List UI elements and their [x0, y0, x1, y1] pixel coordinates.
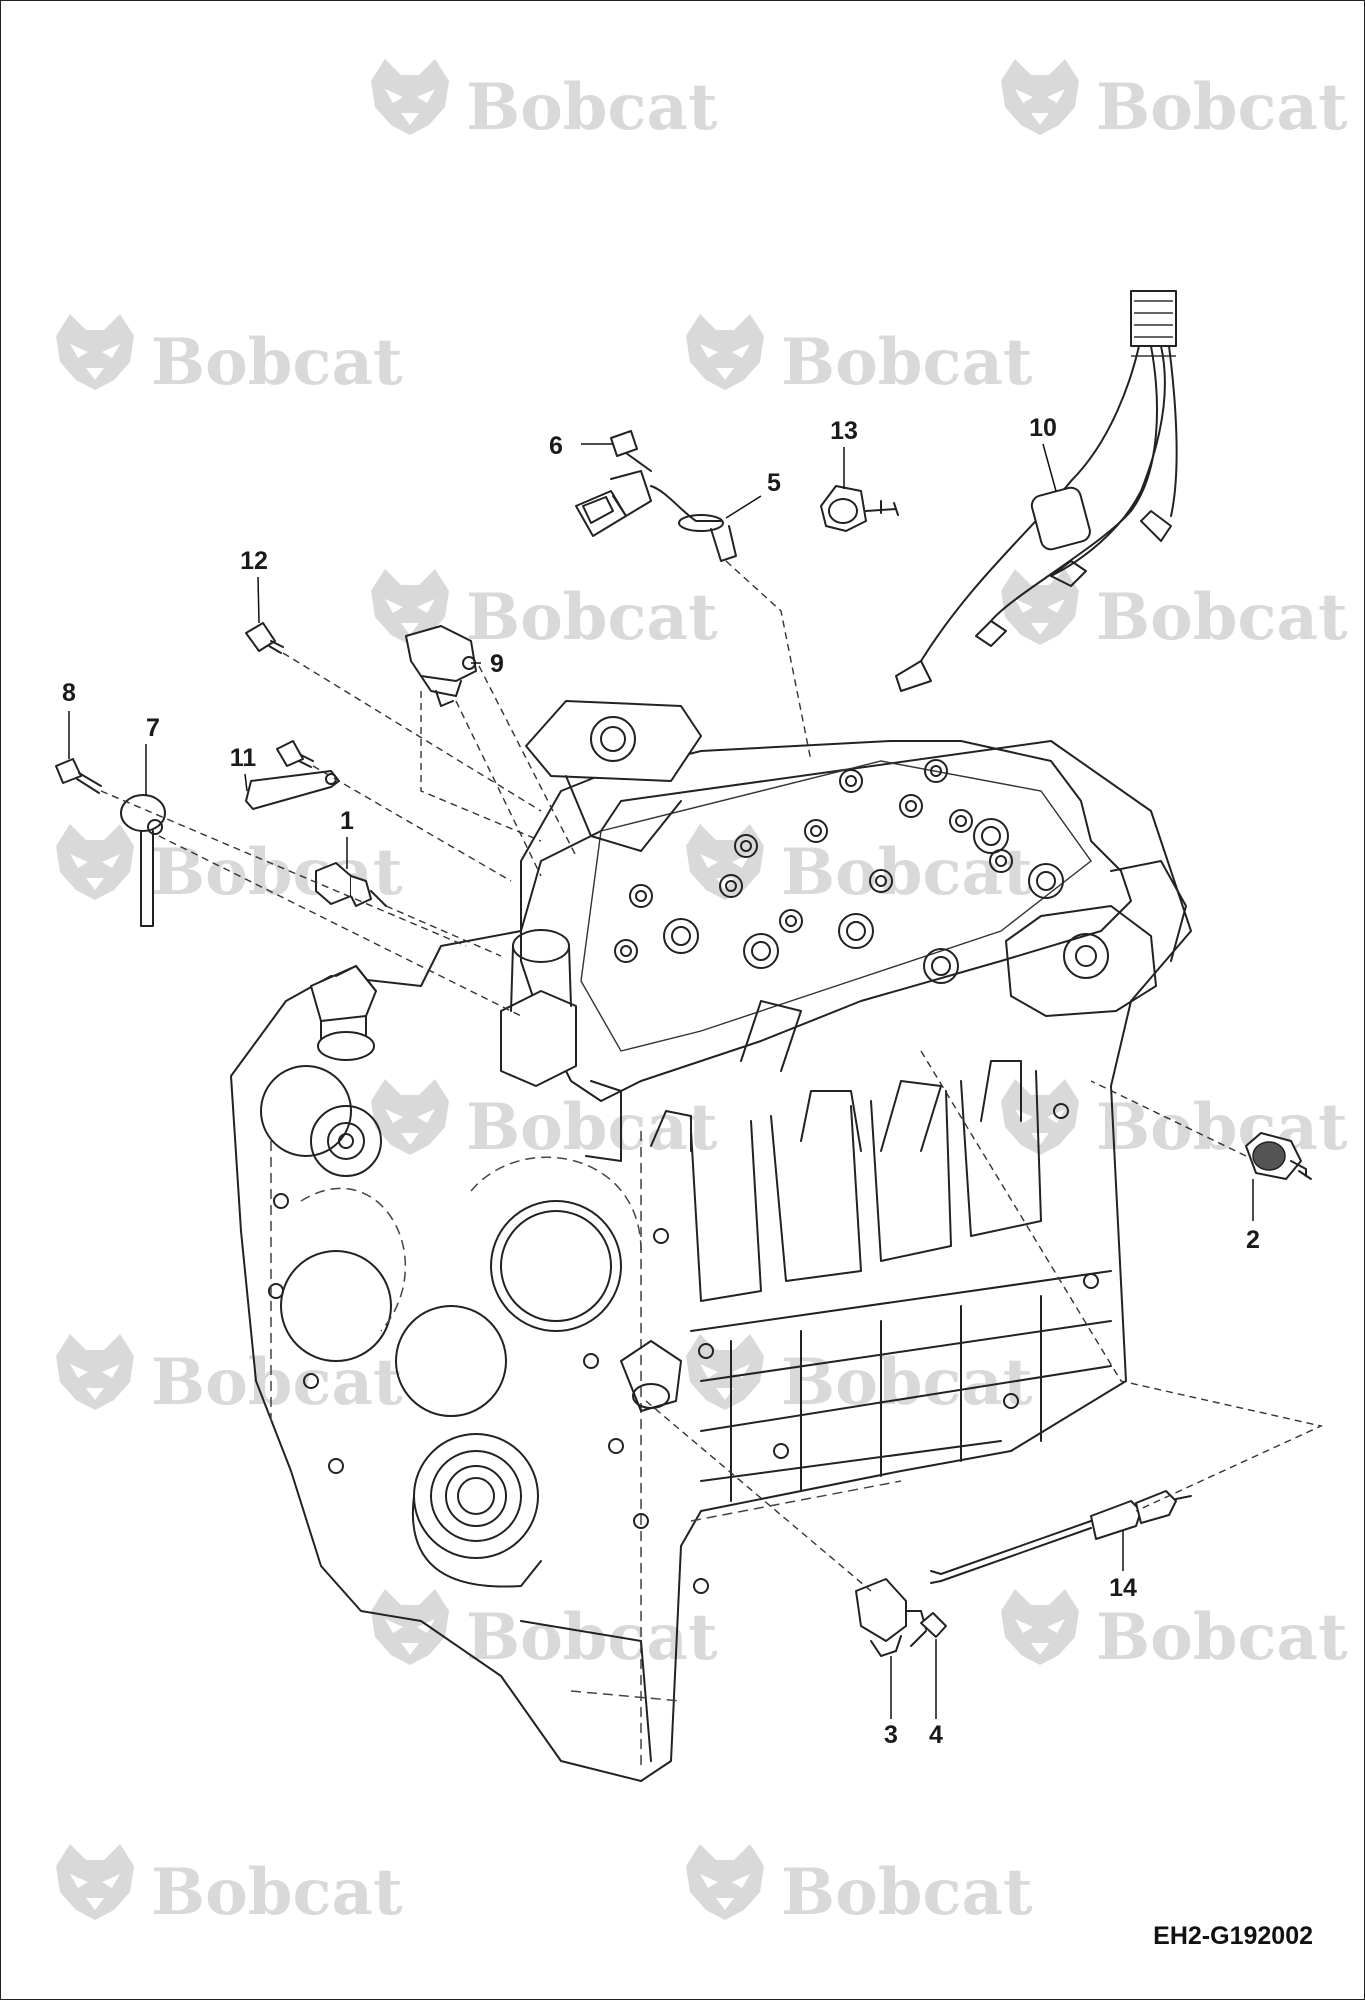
- watermark-row-5: Bobcat ® Bobcat ®: [371, 1079, 1348, 1165]
- callout-8: 8: [62, 679, 76, 707]
- bobcat-logo-icon: [56, 824, 134, 900]
- reference-code: EH2-G192002: [1153, 1922, 1313, 1950]
- watermark-row-6: Bobcat ® Bobcat ®: [56, 1334, 1033, 1420]
- watermark-text: Bobcat: [1096, 580, 1348, 655]
- bobcat-logo-icon: [1001, 1589, 1079, 1665]
- head-bolts: [614, 759, 1013, 963]
- bobcat-logo-icon: [686, 314, 764, 390]
- callout-5: 5: [767, 469, 781, 497]
- callout-1: 1: [340, 807, 354, 835]
- svg-text:®: ®: [669, 1136, 680, 1152]
- svg-text:®: ®: [354, 1391, 365, 1407]
- bobcat-logo-icon: [56, 1334, 134, 1410]
- watermark-text: Bobcat: [466, 580, 718, 655]
- watermark-layer: Bobcat ® Bobcat ® Bobcat ® Bobcat ® Bobc…: [56, 59, 1348, 1930]
- part-sensor-9[interactable]: [405, 625, 477, 707]
- part-sensor-3[interactable]: [855, 1578, 927, 1657]
- svg-text:®: ®: [354, 371, 365, 387]
- part-bolt-12[interactable]: [245, 622, 284, 654]
- bobcat-logo-icon: [1001, 569, 1079, 645]
- watermark-text: Bobcat: [151, 1855, 403, 1930]
- part-probe-14[interactable]: [930, 1490, 1192, 1584]
- part-wiring-harness[interactable]: [895, 290, 1178, 692]
- bobcat-logo-icon: [686, 824, 764, 900]
- watermark-text: Bobcat: [466, 1090, 718, 1165]
- svg-text:®: ®: [984, 1901, 995, 1917]
- watermark-row-4: Bobcat ® Bobcat ®: [56, 824, 1033, 910]
- svg-text:®: ®: [1299, 626, 1310, 642]
- engine-block: [230, 700, 1192, 1782]
- svg-text:®: ®: [669, 116, 680, 132]
- part-bolt-4[interactable]: [910, 1612, 947, 1647]
- watermark-text: Bobcat: [466, 70, 718, 145]
- watermark-text: Bobcat: [151, 325, 403, 400]
- bobcat-logo-icon: [56, 314, 134, 390]
- watermark-row-3: Bobcat ® Bobcat ®: [371, 569, 1348, 655]
- watermark-row-1: Bobcat ® Bobcat ®: [371, 59, 1348, 145]
- part-sensor-7[interactable]: [120, 794, 166, 927]
- svg-text:®: ®: [984, 371, 995, 387]
- watermark-text: Bobcat: [151, 1345, 403, 1420]
- part-sensor-5[interactable]: [575, 470, 737, 562]
- svg-text:®: ®: [669, 626, 680, 642]
- watermark-text: Bobcat: [1096, 1600, 1348, 1675]
- bobcat-logo-icon: [56, 1844, 134, 1920]
- callout-12: 12: [240, 547, 268, 575]
- part-sensor-13[interactable]: [820, 485, 899, 532]
- callouts: 1 2 3 4 5 6 7 8 9 10 11 12 13 14: [62, 414, 1260, 1749]
- part-bolt-8[interactable]: [55, 758, 102, 794]
- svg-text:®: ®: [984, 1391, 995, 1407]
- callout-7: 7: [146, 714, 160, 742]
- watermark-text: Bobcat: [781, 325, 1033, 400]
- watermark-text: Bobcat: [781, 1855, 1033, 1930]
- callout-3: 3: [884, 1721, 898, 1749]
- bobcat-logo-icon: [686, 1844, 764, 1920]
- svg-text:®: ®: [1299, 1136, 1310, 1152]
- watermark-text: Bobcat: [1096, 70, 1348, 145]
- callout-6: 6: [549, 432, 563, 460]
- callout-9: 9: [490, 650, 504, 678]
- callout-4: 4: [929, 1721, 943, 1749]
- svg-text:®: ®: [1299, 116, 1310, 132]
- svg-text:®: ®: [984, 881, 995, 897]
- bobcat-logo-icon: [1001, 59, 1079, 135]
- callout-13: 13: [830, 417, 858, 445]
- svg-text:®: ®: [669, 1646, 680, 1662]
- callout-2: 2: [1246, 1226, 1260, 1254]
- block-bolt-holes: [268, 1103, 1099, 1594]
- watermark-text: Bobcat: [1096, 1090, 1348, 1165]
- bobcat-logo-icon: [371, 59, 449, 135]
- part-sensor-1[interactable]: [315, 862, 387, 907]
- assembly-lines: [100, 560, 1324, 1592]
- svg-text:®: ®: [1299, 1646, 1310, 1662]
- callout-11: 11: [230, 744, 257, 772]
- bobcat-logo-icon: [686, 1334, 764, 1410]
- bobcat-logo-icon: [1001, 1079, 1079, 1155]
- watermark-row-8: Bobcat ® Bobcat ®: [56, 1844, 1033, 1930]
- svg-text:®: ®: [354, 1901, 365, 1917]
- bobcat-logo-icon: [371, 1079, 449, 1155]
- part-switch-2[interactable]: [1245, 1132, 1312, 1180]
- watermark-text: Bobcat: [466, 1600, 718, 1675]
- part-bracket-11[interactable]: [245, 740, 340, 810]
- injector-ports: [663, 818, 1064, 984]
- watermark-text: Bobcat: [781, 1345, 1033, 1420]
- part-bolt-6[interactable]: [610, 430, 652, 472]
- watermark-row-2: Bobcat ® Bobcat ®: [56, 314, 1033, 400]
- bobcat-logo-icon: [371, 1589, 449, 1665]
- callout-14: 14: [1109, 1574, 1137, 1602]
- callout-10: 10: [1029, 414, 1057, 442]
- watermark-text: Bobcat: [781, 835, 1033, 910]
